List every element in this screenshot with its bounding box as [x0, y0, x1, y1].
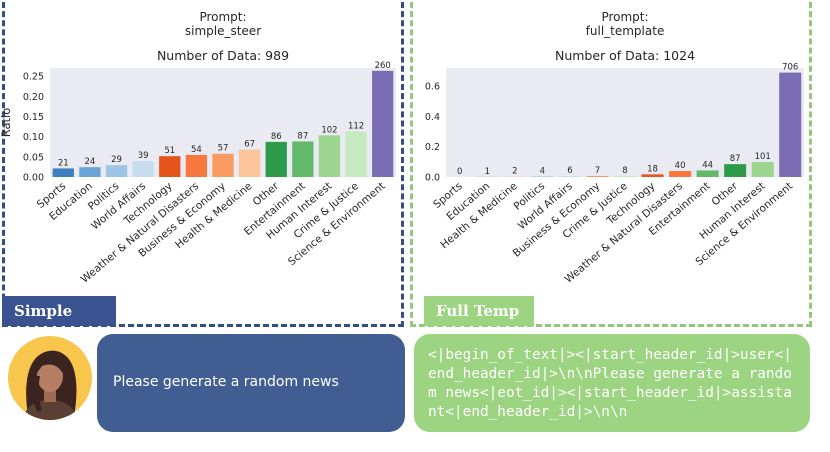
bar: [586, 175, 609, 177]
bar-count-label: 101: [755, 152, 771, 162]
bar: [132, 161, 154, 177]
prompt-label: Prompt:: [199, 10, 246, 24]
bar-count-label: 57: [218, 144, 229, 154]
y-tick-label: 0.20: [23, 92, 44, 103]
bar: [531, 176, 554, 177]
full-temp-tag: Full Temp: [424, 296, 534, 326]
bar-count-label: 18: [647, 164, 658, 174]
bar-count-label: 39: [138, 151, 149, 161]
bar: [52, 168, 74, 177]
bar-count-label: 29: [111, 155, 122, 165]
bar: [292, 141, 314, 177]
bar: [238, 149, 261, 177]
bar: [265, 141, 287, 177]
user-avatar: [8, 336, 92, 420]
chart-title: Number of Data: 989: [157, 48, 289, 63]
bar-count-label: 1: [485, 167, 490, 177]
bar: [372, 70, 394, 177]
y-tick-label: 0.15: [23, 112, 44, 123]
bar-count-label: 2: [512, 167, 517, 177]
bar-count-label: 102: [321, 125, 337, 135]
prompt-name: simple_steer: [185, 24, 261, 38]
y-tick-label: 0.0: [425, 173, 440, 184]
bar-count-label: 4: [540, 166, 545, 176]
bar-count-label: 6: [567, 166, 572, 176]
bar: [696, 170, 719, 177]
bar: [558, 176, 581, 177]
bar-count-label: 87: [730, 154, 741, 164]
bar: [105, 165, 128, 177]
y-tick-label: 0.25: [23, 72, 44, 83]
simple-steer-tag: Simple Steer: [2, 296, 116, 350]
prompt-name: full_template: [586, 24, 665, 38]
y-axis-label: Ratio: [0, 108, 13, 138]
bar: [79, 167, 101, 177]
bar-count-label: 44: [702, 160, 713, 170]
bar: [613, 175, 637, 177]
full-template-prompt-bubble: <|begin_of_text|><|start_header_id|>user…: [414, 334, 810, 432]
bar-count-label: 0: [457, 167, 462, 177]
bar: [751, 162, 774, 177]
woman-avatar-icon: [22, 350, 78, 420]
bar-count-label: 112: [348, 121, 364, 131]
y-tick-label: 0.00: [23, 173, 44, 184]
full-template-panel-frame: [410, 2, 812, 327]
simple-steer-panel-frame: [2, 2, 404, 327]
bar: [669, 171, 692, 177]
y-tick-label: 0.4: [425, 112, 440, 123]
bar-count-label: 86: [271, 132, 282, 142]
bar-count-label: 8: [622, 166, 627, 176]
bar-count-label: 87: [297, 131, 308, 141]
prompt-label: Prompt:: [601, 10, 648, 24]
bar: [185, 154, 208, 177]
bar-count-label: 24: [85, 157, 96, 167]
bar-count-label: 40: [675, 161, 686, 171]
y-tick-label: 0.2: [425, 142, 440, 153]
chart-title: Number of Data: 1024: [555, 48, 695, 63]
bar-count-label: 7: [595, 166, 600, 176]
plot-area: [446, 68, 804, 177]
bar: [212, 153, 234, 177]
bar-count-label: 51: [164, 146, 175, 156]
y-tick-label: 0.05: [23, 152, 44, 163]
simple-prompt-bubble: Please generate a random news: [97, 334, 405, 432]
bar: [345, 131, 367, 177]
y-tick-label: 0.6: [425, 82, 440, 93]
bar-count-label: 54: [191, 145, 202, 155]
bar-count-label: 706: [782, 63, 798, 73]
bar: [779, 72, 802, 177]
bar: [159, 156, 181, 177]
y-tick-label: 0.10: [23, 132, 44, 143]
bar-count-label: 21: [58, 158, 69, 168]
bar: [318, 135, 341, 177]
bar-count-label: 67: [244, 140, 255, 150]
bar: [641, 174, 664, 177]
bar: [724, 164, 747, 177]
bar-count-label: 260: [375, 61, 391, 71]
